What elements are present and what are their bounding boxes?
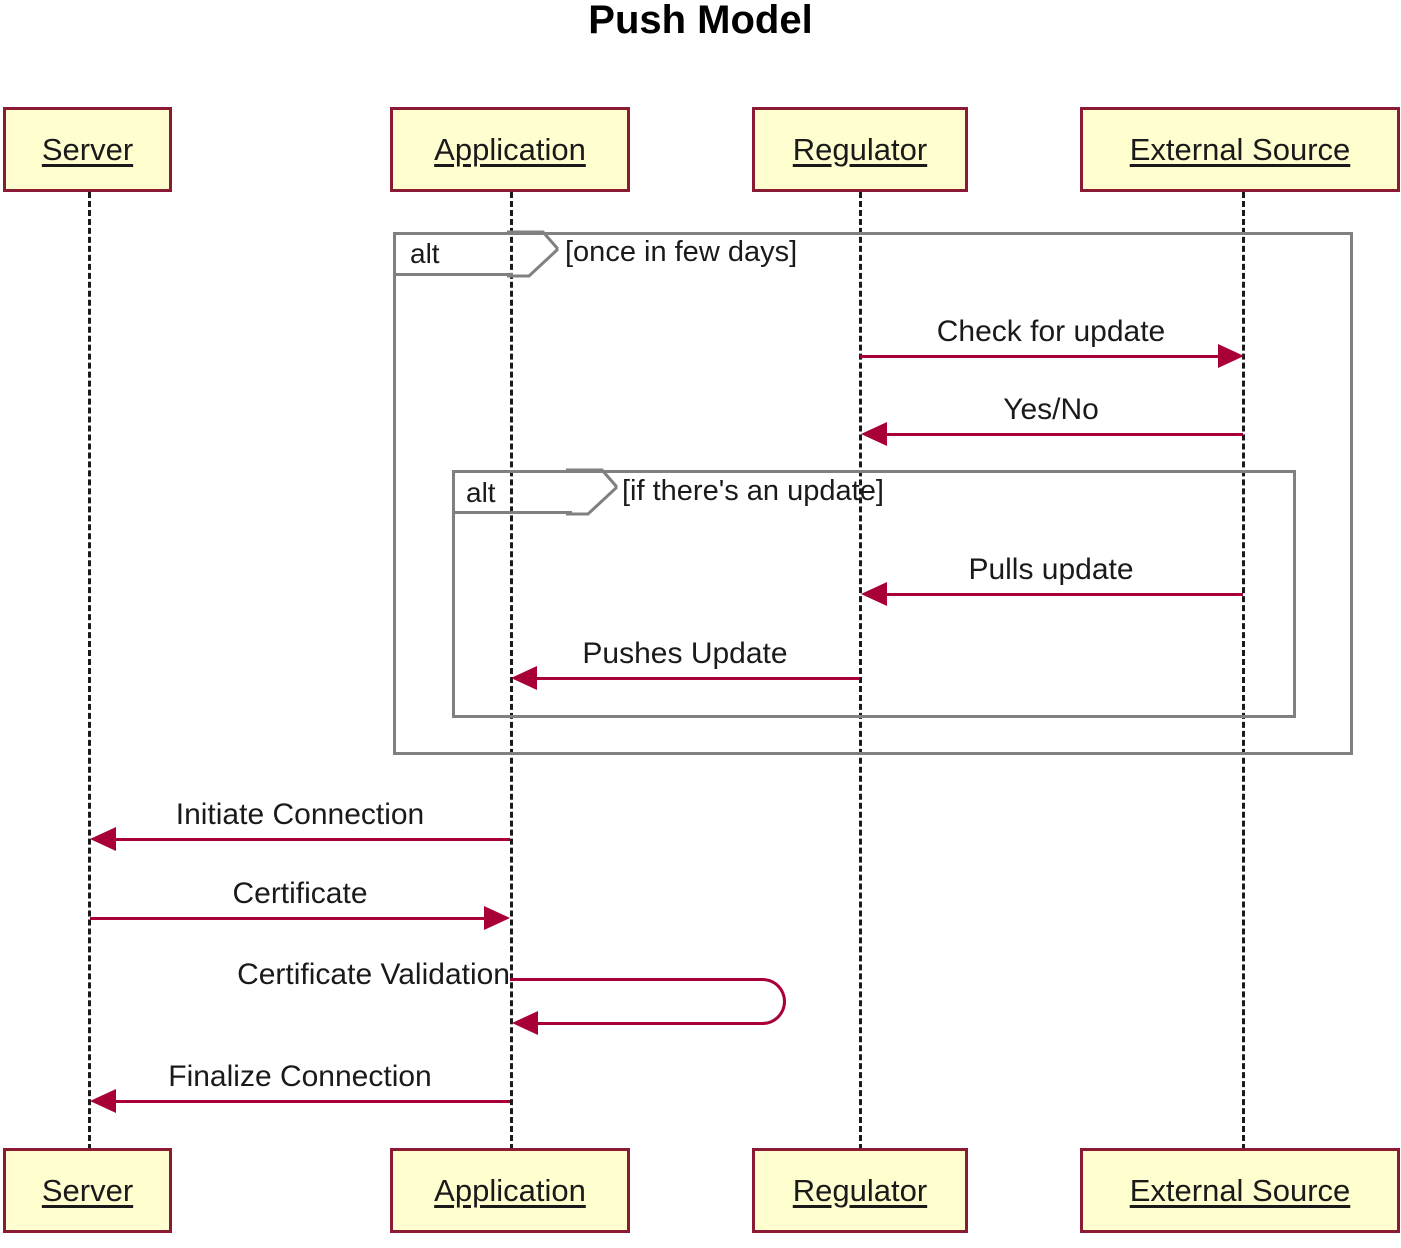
message-line-pulls-update [885, 593, 1243, 596]
frame-inner-alt-tab-corner [566, 468, 618, 516]
message-arrowhead-certificate [484, 906, 510, 930]
participant-label-external-source-top: External Source [1129, 131, 1351, 167]
frame-inner-alt-guard: [if there's an update] [622, 475, 884, 507]
participant-regulator-bottom[interactable]: Regulator [752, 1148, 968, 1233]
lifeline-server [88, 192, 91, 1150]
frame-inner-alt-tab [452, 470, 572, 514]
message-arrowhead-finalize-connection [90, 1089, 116, 1113]
message-line-certificate-validation-top [510, 978, 760, 981]
message-line-certificate-validation-bottom [536, 1022, 762, 1025]
page-title: Push Model [588, 0, 813, 42]
participant-application-top[interactable]: Application [390, 107, 630, 192]
frame-outer-alt-keyword: alt [410, 238, 440, 269]
participant-label-server-bottom: Server [41, 1172, 134, 1208]
message-label-pulls-update: Pulls update [968, 553, 1134, 586]
participant-regulator-top[interactable]: Regulator [752, 107, 968, 192]
message-arrowhead-check-for-update [1218, 344, 1244, 368]
frame-outer-alt-guard: [once in few days] [565, 236, 798, 268]
participant-label-external-source-bottom: External Source [1129, 1172, 1351, 1208]
lifeline-external-source [1242, 192, 1245, 1150]
message-label-certificate: Certificate [232, 877, 368, 910]
participant-label-application-top: Application [434, 131, 586, 167]
message-arrowhead-yes-no [861, 422, 887, 446]
message-label-certificate-validation: Certificate Validation [237, 958, 510, 991]
message-line-check-for-update [860, 355, 1220, 358]
lifeline-regulator [859, 192, 862, 1150]
participant-external-source-bottom[interactable]: External Source [1080, 1148, 1400, 1233]
participant-server-top[interactable]: Server [3, 107, 172, 192]
participant-external-source-top[interactable]: External Source [1080, 107, 1400, 192]
message-label-initiate-connection: Initiate Connection [175, 798, 425, 831]
message-label-pushes-update: Pushes Update [582, 637, 788, 670]
participant-application-bottom[interactable]: Application [390, 1148, 630, 1233]
message-arrowhead-pulls-update [861, 582, 887, 606]
participant-label-regulator-top: Regulator [792, 131, 928, 167]
participant-label-application-bottom: Application [434, 1172, 586, 1208]
frame-outer-alt-tab-corner [507, 230, 559, 278]
frame-inner-alt-keyword: alt [466, 477, 496, 508]
participant-label-regulator-bottom: Regulator [792, 1172, 928, 1208]
frame-outer-alt [393, 232, 1353, 755]
message-label-check-for-update: Check for update [936, 315, 1166, 348]
message-self-loop-cap-certificate-validation [758, 978, 786, 1025]
message-line-certificate [90, 917, 486, 920]
message-arrowhead-pushes-update [511, 666, 537, 690]
frame-outer-alt-tab [393, 232, 513, 276]
message-line-finalize-connection [114, 1100, 510, 1103]
message-line-pushes-update [535, 677, 860, 680]
message-label-finalize-connection: Finalize Connection [168, 1060, 432, 1093]
frame-inner-alt [452, 470, 1296, 718]
message-line-yes-no [885, 433, 1243, 436]
message-label-yes-no: Yes/No [1003, 393, 1099, 426]
message-line-initiate-connection [114, 838, 510, 841]
participant-server-bottom[interactable]: Server [3, 1148, 172, 1233]
participant-label-server-top: Server [41, 131, 134, 167]
message-arrowhead-certificate-validation [512, 1011, 538, 1035]
message-arrowhead-initiate-connection [90, 827, 116, 851]
